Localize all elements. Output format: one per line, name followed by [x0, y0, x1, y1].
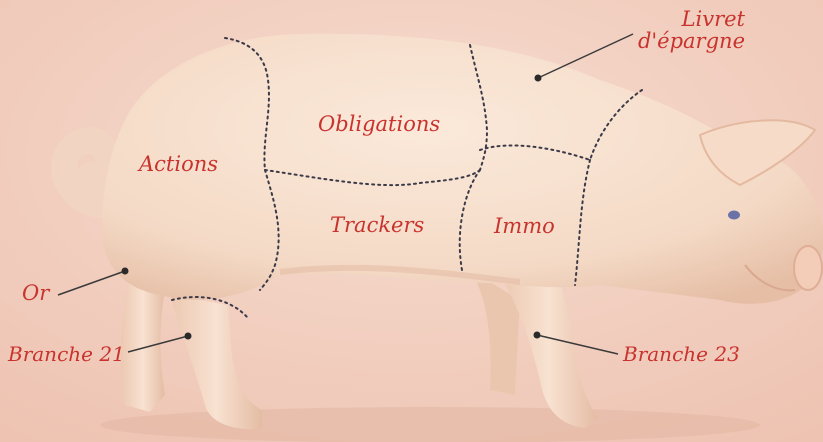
- label-livret-line1: Livret: [630, 8, 745, 30]
- dot-branche23: [534, 332, 541, 339]
- pig-eye: [728, 211, 740, 220]
- dot-or: [122, 268, 129, 275]
- label-branche21: Branche 21: [8, 344, 125, 365]
- floor-shadow: [100, 407, 760, 442]
- dot-branche21: [185, 333, 192, 340]
- label-livret-epargne: Livret d'épargne: [630, 8, 745, 52]
- label-livret-line2: d'épargne: [630, 30, 745, 52]
- label-trackers: Trackers: [330, 214, 424, 236]
- dot-livret: [535, 75, 542, 82]
- label-or: Or: [22, 282, 49, 304]
- label-actions: Actions: [139, 153, 218, 175]
- label-branche23: Branche 23: [623, 344, 740, 365]
- pig-tail: [64, 140, 108, 205]
- label-obligations: Obligations: [318, 113, 440, 135]
- label-immo: Immo: [494, 215, 555, 237]
- pig-snout: [794, 246, 822, 290]
